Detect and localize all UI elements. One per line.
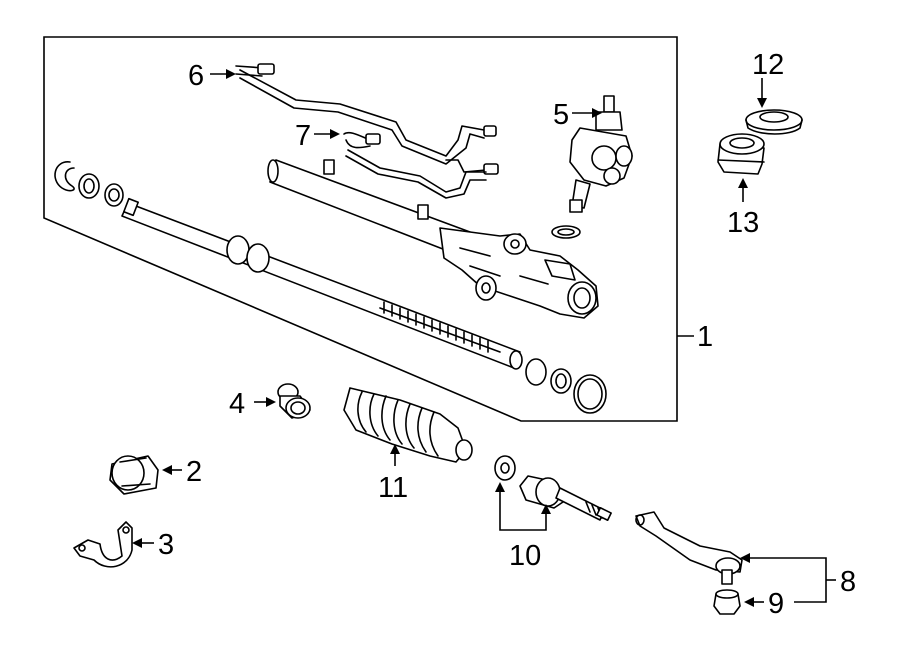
pressure-line-upper[interactable] [235, 63, 499, 175]
pressure-line-lower[interactable] [343, 131, 487, 199]
callout-3: 3 [158, 529, 174, 561]
callout-9: 9 [768, 588, 784, 620]
callout-11: 11 [378, 472, 408, 504]
mount-bushing[interactable] [717, 133, 765, 175]
inner-tie-rod[interactable] [494, 455, 612, 522]
callout-6: 6 [188, 60, 204, 92]
leader-lines [132, 69, 836, 607]
callout-5: 5 [553, 99, 569, 131]
callout-12: 12 [752, 49, 784, 81]
clamp-bushing[interactable] [109, 455, 159, 495]
mount-washer[interactable] [745, 109, 803, 135]
rack-boot[interactable] [343, 387, 473, 463]
callout-2: 2 [186, 456, 202, 488]
outer-tie-rod-end[interactable] [635, 511, 743, 585]
callout-13: 13 [727, 207, 759, 239]
rack-and-pinion-assembly[interactable] [54, 159, 607, 414]
callout-10: 10 [509, 540, 541, 572]
clamp-bracket[interactable] [73, 521, 133, 568]
callout-labels: 1 2 3 4 5 6 7 8 9 10 11 12 13 [158, 49, 856, 620]
small-bushing[interactable] [277, 383, 311, 419]
callout-7: 7 [295, 120, 311, 152]
tie-rod-end-boot[interactable] [713, 589, 741, 615]
assembly-outline [43, 36, 678, 422]
callout-1: 1 [697, 321, 713, 353]
callout-4: 4 [229, 388, 245, 420]
callout-8: 8 [840, 566, 856, 598]
pinion-valve-assembly[interactable] [551, 95, 633, 239]
